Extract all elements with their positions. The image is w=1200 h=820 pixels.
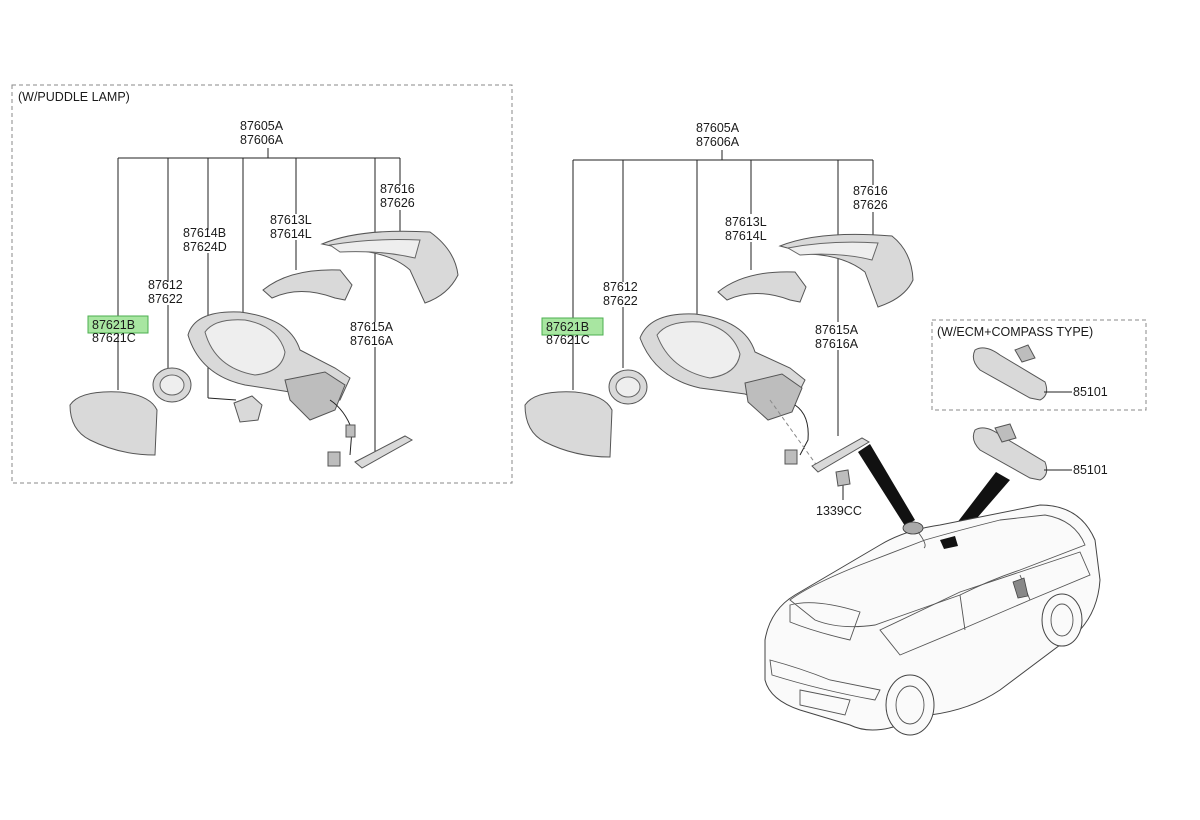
right-trim-label-1[interactable]: 87613L <box>725 215 767 229</box>
right-repeater-label-2[interactable]: 87616A <box>815 337 859 351</box>
right-mirror-cover[interactable] <box>778 233 914 308</box>
left-leader-lines <box>117 148 401 452</box>
puddle-lamp-group-title: (W/PUDDLE LAMP) <box>18 90 130 104</box>
right-bolt-label[interactable]: 1339CC <box>816 504 862 518</box>
left-mirror-trim[interactable] <box>262 269 353 301</box>
left-repeater-label-2[interactable]: 87616A <box>350 334 394 348</box>
right-bolt[interactable] <box>835 469 851 487</box>
right-repeater-label-1[interactable]: 87615A <box>815 323 859 337</box>
left-glass-label-1[interactable]: 87621B <box>92 318 135 332</box>
right-mirror-housing[interactable] <box>639 313 806 421</box>
left-mirror-housing[interactable] <box>187 311 351 421</box>
puddle-lamp-group-box <box>11 84 513 484</box>
right-assembly-label-2[interactable]: 87606A <box>696 135 740 149</box>
right-glass-label-1[interactable]: 87621B <box>546 320 589 334</box>
left-puddle-label-2[interactable]: 87624D <box>183 240 227 254</box>
right-wiring-harness[interactable] <box>769 399 821 471</box>
vehicle-illustration <box>764 504 1101 736</box>
right-trim-label-2[interactable]: 87614L <box>725 229 767 243</box>
left-cover-label-1[interactable]: 87616 <box>380 182 415 196</box>
left-repeater-label-1[interactable]: 87615A <box>350 320 394 334</box>
left-wiring-harness[interactable] <box>327 399 356 467</box>
left-actuator-label-1[interactable]: 87612 <box>148 278 183 292</box>
right-actuator-label-1[interactable]: 87612 <box>603 280 638 294</box>
mirror-pointer-wedge <box>858 444 915 526</box>
standard-inner-mirror[interactable] <box>972 423 1072 481</box>
right-actuator-label-2[interactable]: 87622 <box>603 294 638 308</box>
right-glass-label-2[interactable]: 87621C <box>546 333 590 347</box>
ecm-inner-mirror[interactable] <box>972 344 1072 401</box>
left-cover-label-2[interactable]: 87626 <box>380 196 415 210</box>
left-trim-label-2[interactable]: 87614L <box>270 227 312 241</box>
left-mirror-glass[interactable] <box>69 391 158 456</box>
ecm-part-label[interactable]: 85101 <box>1073 385 1108 399</box>
left-puddle-label-1[interactable]: 87614B <box>183 226 226 240</box>
left-actuator-label-2[interactable]: 87622 <box>148 292 183 306</box>
right-actuator[interactable] <box>608 369 648 405</box>
left-puddle-lamp[interactable] <box>233 395 263 423</box>
left-assembly-label-1[interactable]: 87605A <box>240 119 284 133</box>
standard-mirror-part-label[interactable]: 85101 <box>1073 463 1108 477</box>
right-mirror-trim[interactable] <box>717 271 807 303</box>
right-glass-highlight <box>541 317 604 336</box>
left-trim-label-1[interactable]: 87613L <box>270 213 312 227</box>
left-assembly-label-2[interactable]: 87606A <box>240 133 284 147</box>
right-repeater-lamp[interactable] <box>811 437 870 473</box>
left-glass-highlight <box>87 315 149 334</box>
ecm-group-box <box>931 319 1147 411</box>
right-mirror-glass[interactable] <box>524 391 613 458</box>
left-actuator[interactable] <box>152 367 192 403</box>
ecm-group-title: (W/ECM+COMPASS TYPE) <box>937 325 1093 339</box>
left-repeater-lamp[interactable] <box>354 435 414 469</box>
right-assembly-label-1[interactable]: 87605A <box>696 121 740 135</box>
right-cover-label-1[interactable]: 87616 <box>853 184 888 198</box>
left-glass-label-2[interactable]: 87621C <box>92 331 136 345</box>
right-cover-label-2[interactable]: 87626 <box>853 198 888 212</box>
left-mirror-cover[interactable] <box>320 230 459 304</box>
